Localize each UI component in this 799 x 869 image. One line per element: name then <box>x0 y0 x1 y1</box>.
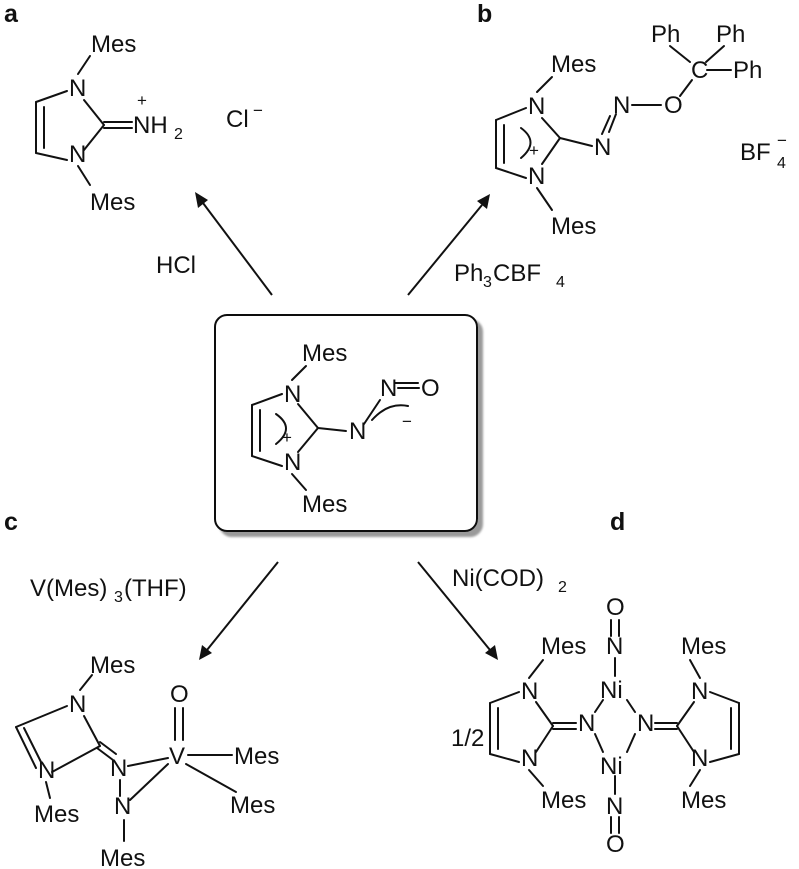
panel-label-a: a <box>4 0 19 28</box>
c-mes-top: Mes <box>90 652 135 679</box>
c-n3: N <box>38 757 55 784</box>
a-chloride-charge: − <box>253 101 263 120</box>
a-chloride: Cl <box>226 106 249 133</box>
a-mes-top: Mes <box>91 31 136 58</box>
a-nh: NH <box>133 112 168 139</box>
a-n3: N <box>69 141 86 168</box>
panel-label-c: c <box>4 508 18 536</box>
b-o: O <box>664 92 683 119</box>
d-o-bottom: O <box>606 831 625 858</box>
product-a-aminium-salt: Mes N N Mes NH 2 + Cl − <box>35 31 263 216</box>
svg-text:Ph: Ph <box>454 260 483 287</box>
svg-text:3: 3 <box>483 274 492 291</box>
c-n-exo: N <box>110 755 127 782</box>
c-v: V <box>169 743 185 770</box>
central-o: O <box>421 375 440 402</box>
d-n-nitrosyl-bottom: N <box>606 793 623 820</box>
svg-text:V(Mes): V(Mes) <box>30 575 107 602</box>
c-n-hydrazido: N <box>114 793 131 820</box>
arrow-to-a <box>195 192 273 296</box>
d-mes-left-top: Mes <box>541 633 586 660</box>
c-mes-right-1: Mes <box>234 743 279 770</box>
d-ni-top: Ni <box>600 677 623 704</box>
b-n-exo: N <box>594 134 611 161</box>
b-mes-bottom: Mes <box>551 213 596 240</box>
d-right-n1: N <box>691 678 708 705</box>
central-mes-bottom: Mes <box>302 491 347 518</box>
d-mes-right-top: Mes <box>681 633 726 660</box>
central-plus: + <box>282 428 292 447</box>
reagent-ph3cbf4: Ph 3 CBF 4 <box>454 260 565 291</box>
product-d-nickel-dimer: 1/2 Mes N N Mes N O N Ni Ni N O N Mes N … <box>451 594 740 858</box>
panel-label-b: b <box>477 0 492 28</box>
svg-text:Ni(COD): Ni(COD) <box>452 565 544 592</box>
c-mes-right-2: Mes <box>230 792 275 819</box>
svg-text:2: 2 <box>558 579 567 596</box>
arrow-to-b <box>407 194 490 296</box>
d-right-n3: N <box>691 745 708 772</box>
d-o-top: O <box>606 594 625 621</box>
c-mes-bottom-left: Mes <box>34 801 79 828</box>
a-nh-sub: 2 <box>174 126 183 143</box>
b-ph-3: Ph <box>733 57 762 84</box>
d-mes-left-bottom: Mes <box>541 787 586 814</box>
d-n-right: N <box>637 710 654 737</box>
product-c-vanadium-complex: Mes N N Mes N N Mes O V Mes Mes <box>15 652 279 869</box>
b-ph-2: Ph <box>716 21 745 48</box>
b-n-distal: N <box>613 92 630 119</box>
d-n-left: N <box>578 710 595 737</box>
panel-label-d: d <box>610 508 625 536</box>
product-b-trityl-adduct: Ph Ph C Ph O N N Mes N N Mes + BF 4 − <box>495 21 787 240</box>
svg-text:(THF): (THF) <box>124 575 187 602</box>
d-left-n3: N <box>521 745 538 772</box>
d-stoich: 1/2 <box>451 725 484 752</box>
central-minus: − <box>402 412 412 431</box>
c-mes-bottom: Mes <box>100 845 145 869</box>
reagent-v-mes3-thf: V(Mes) 3 (THF) <box>30 575 187 606</box>
b-bf4-sub: 4 <box>777 155 786 172</box>
d-left-n1: N <box>521 678 538 705</box>
c-n1: N <box>69 691 86 718</box>
b-n1: N <box>528 93 545 120</box>
svg-text:4: 4 <box>556 274 565 291</box>
d-n-nitrosyl-top: N <box>606 633 623 660</box>
d-ni-bottom: Ni <box>600 753 623 780</box>
c-o: O <box>170 681 189 708</box>
central-mes-top: Mes <box>302 340 347 367</box>
svg-text:3: 3 <box>114 589 123 606</box>
a-plus: + <box>137 91 147 110</box>
b-n3: N <box>528 163 545 190</box>
arrow-to-d <box>417 561 498 660</box>
central-compound: Mes N N Mes N N O + − <box>214 314 478 532</box>
central-n1: N <box>284 381 301 408</box>
central-n-exo: N <box>349 418 366 445</box>
arrow-to-c <box>199 561 279 660</box>
central-box <box>214 314 478 532</box>
svg-text:CBF: CBF <box>493 260 541 287</box>
d-mes-right-bottom: Mes <box>681 787 726 814</box>
central-n-nitroso: N <box>380 375 397 402</box>
b-ph-1: Ph <box>651 21 680 48</box>
b-mes-top: Mes <box>551 51 596 78</box>
a-mes-bottom: Mes <box>90 189 135 216</box>
reagent-ni-cod2: Ni(COD) 2 <box>452 565 567 596</box>
b-c: C <box>691 57 708 84</box>
reagent-hcl: HCl <box>156 252 196 279</box>
central-n3: N <box>284 449 301 476</box>
b-plus: + <box>529 141 539 160</box>
b-bf4-charge: − <box>777 131 787 150</box>
b-bf4: BF <box>740 139 771 166</box>
a-n1: N <box>69 75 86 102</box>
